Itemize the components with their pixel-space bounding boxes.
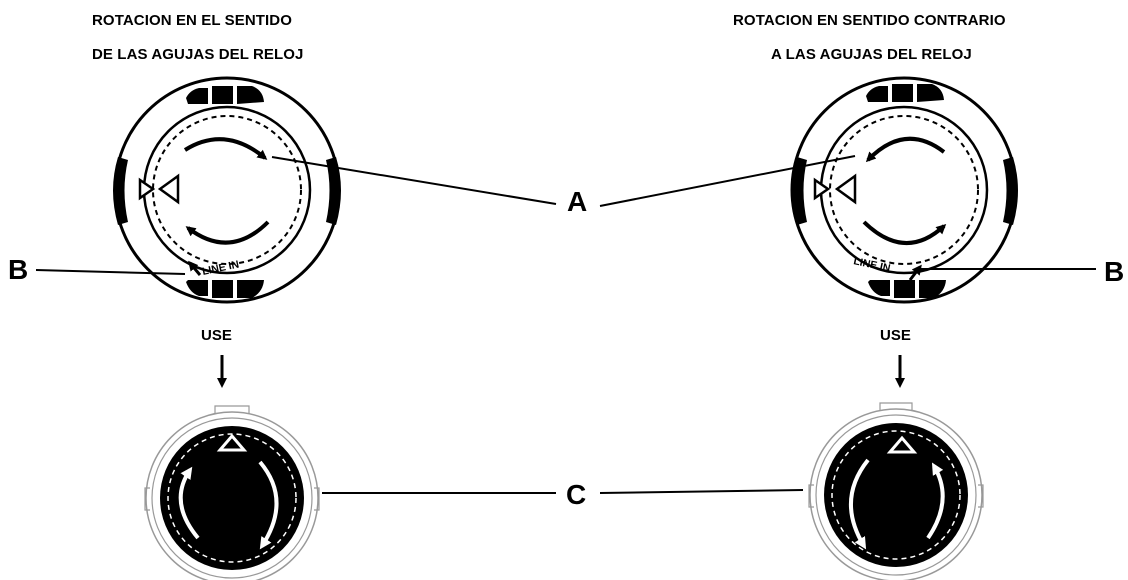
leader-lines bbox=[35, 155, 1096, 494]
leader-c-right bbox=[599, 489, 804, 494]
right-title-line2: A LAS AGUJAS DEL RELOJ bbox=[771, 46, 972, 63]
leader-a-left bbox=[271, 156, 557, 205]
rotation-arrow-icon bbox=[183, 137, 268, 160]
line-in-arrow-icon bbox=[908, 264, 922, 281]
callout-a: A bbox=[567, 186, 588, 217]
right-side-bar bbox=[326, 157, 341, 225]
left-side-bar bbox=[113, 157, 128, 225]
left-bottom-dial bbox=[144, 405, 320, 580]
left-top-dial: LINE IN bbox=[113, 76, 341, 304]
leader-a-right bbox=[599, 155, 856, 207]
pointer-triangle-icon bbox=[138, 177, 156, 201]
pointer-triangle-icon bbox=[216, 433, 248, 452]
rotation-arrow-icon bbox=[849, 458, 870, 550]
right-use-label: USE bbox=[880, 327, 911, 344]
right-side-bar bbox=[1003, 157, 1018, 225]
pointer-triangle-icon bbox=[813, 177, 831, 201]
callout-c: C bbox=[566, 479, 587, 510]
left-title-line1: ROTACION EN EL SENTIDO bbox=[92, 12, 292, 29]
left-title-line2: DE LAS AGUJAS DEL RELOJ bbox=[92, 46, 304, 63]
pointer-triangle-icon bbox=[886, 435, 918, 454]
pointer-triangle-icon bbox=[157, 173, 180, 205]
rotation-arrow-icon bbox=[258, 460, 279, 550]
line-in-arrow-icon bbox=[188, 260, 202, 276]
right-bottom-tabs bbox=[868, 280, 946, 298]
rotation-arrow-icon bbox=[862, 220, 947, 246]
left-use-label: USE bbox=[201, 327, 232, 344]
right-top-dial: LINE IN bbox=[790, 76, 1018, 304]
right-bottom-dial bbox=[808, 402, 984, 580]
callout-b-left: B bbox=[8, 254, 29, 285]
left-bottom-tabs bbox=[186, 280, 264, 298]
rotation-arrow-icon bbox=[185, 220, 270, 245]
left-side-bar bbox=[792, 157, 807, 225]
rotation-arrow-icon bbox=[926, 462, 945, 540]
rotation-arrow-icon bbox=[178, 466, 200, 540]
right-title-line1: ROTACION EN SENTIDO CONTRARIO bbox=[733, 12, 1006, 29]
pointer-triangle-icon bbox=[834, 173, 857, 205]
callout-b-right: B bbox=[1104, 256, 1125, 287]
right-top-tabs bbox=[866, 84, 944, 102]
leader-b-left bbox=[35, 269, 186, 275]
rotation-arrow-icon bbox=[865, 136, 946, 163]
left-top-tabs bbox=[186, 86, 264, 104]
